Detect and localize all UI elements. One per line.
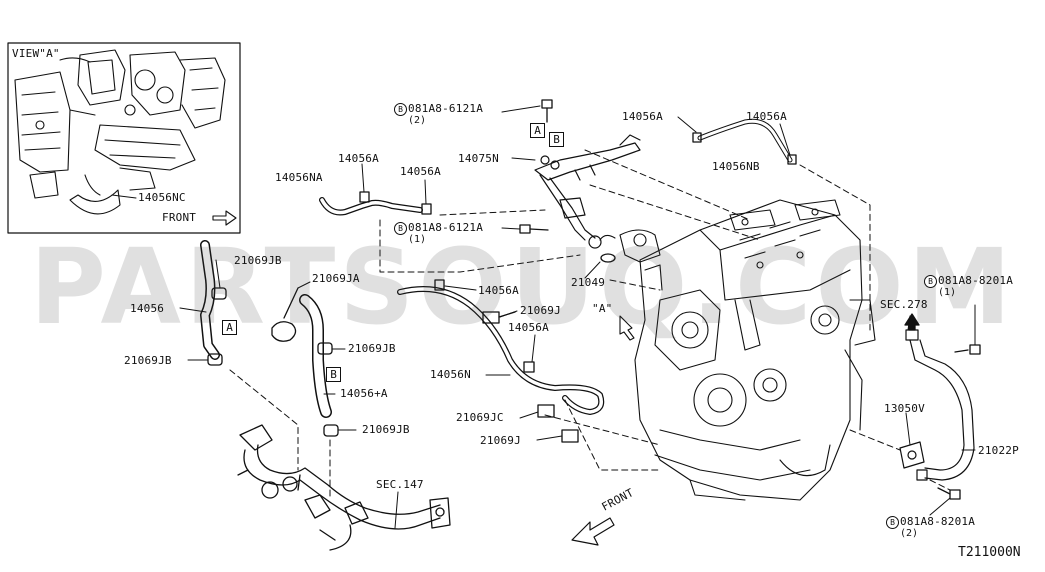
callout-21069jb-4: 21069JB — [362, 423, 410, 436]
callout-081a8-6121a-top: 081A8-6121A — [408, 102, 484, 115]
callout-21069jb-2: 21069JB — [124, 354, 172, 367]
clamp-21069j-2 — [561, 429, 579, 443]
callout-14056a-mid2: 14056A — [400, 165, 441, 178]
box-marker-b-left: B — [326, 367, 341, 382]
bolt-081a8-6121a-top — [541, 99, 553, 123]
callout-sec147: SEC.147 — [376, 478, 424, 491]
callout-14056: 14056 — [130, 302, 165, 315]
callout-21049: 21049 — [571, 276, 606, 289]
leader-21049 — [584, 261, 601, 279]
main-front-arrow — [571, 517, 615, 546]
gasket-21049 — [600, 253, 616, 263]
clamp-21069jb-1 — [211, 287, 227, 300]
clamp-14056a-mid2 — [421, 203, 432, 215]
clamp-14056a-low — [434, 279, 445, 291]
circle-b-marker: B — [394, 103, 407, 116]
diagram-reference-number: T211000N — [958, 545, 1021, 560]
qty-081a8-6121a-top: (2) — [408, 115, 427, 126]
callout-21069j-1: 21069J — [520, 304, 561, 317]
pipe-21022p — [899, 329, 975, 481]
callout-21069jc: 21069JC — [456, 411, 504, 424]
bolt-081a8-6121a-mid — [519, 224, 549, 234]
inset-engine-detail — [14, 49, 226, 215]
hose-14056n — [397, 286, 605, 415]
view-a-pointer-arrow — [619, 315, 635, 341]
clip-21069ja — [271, 321, 297, 342]
callout-14056a-topright: 14056A — [746, 110, 787, 123]
callout-21069ja: 21069JA — [312, 272, 360, 285]
clamp-14056a-topright — [692, 132, 702, 143]
box-marker-a-top: A — [530, 123, 545, 138]
clamp-14056a-nb — [787, 154, 797, 165]
circle-b-marker-mid: B — [394, 222, 407, 235]
callout-14056a-low: 14056A — [478, 284, 519, 297]
callout-21069j-2: 21069J — [480, 434, 521, 447]
callout-081a8-6121a-mid: 081A8-6121A — [408, 221, 484, 234]
box-marker-a-left: A — [222, 320, 237, 335]
sec278-arrow — [904, 313, 920, 331]
view-a-inset-frame — [7, 42, 241, 234]
callout-14056nc: 14056NC — [138, 191, 186, 204]
qty-081a8-8201a-bottom: (2) — [900, 528, 919, 539]
callout-081a8-8201a-right: 081A8-8201A — [938, 274, 1014, 287]
inset-front-label: FRONT — [162, 211, 197, 224]
dashed-leaders — [229, 149, 951, 501]
circle-b-marker-bottom: B — [886, 516, 899, 529]
clamp-14056a-mid — [359, 191, 370, 203]
callout-14075n: 14075N — [458, 152, 499, 165]
qty-081a8-6121a-mid: (1) — [408, 234, 427, 245]
water-pipe-14075n — [534, 134, 641, 249]
leader-lines — [179, 105, 976, 529]
callout-14056na: 14056NA — [275, 171, 323, 184]
qty-081a8-8201a-right: (1) — [938, 287, 957, 298]
clamp-21069jb-4 — [323, 424, 339, 437]
clamp-14056a-low2 — [523, 361, 535, 373]
callout-21069jb-3: 21069JB — [348, 342, 396, 355]
callout-081a8-8201a-bottom: 081A8-8201A — [900, 515, 976, 528]
callout-14056-plus-a: 14056+A — [340, 387, 388, 400]
callout-14056nb: 14056NB — [712, 160, 760, 173]
clamp-21069jc — [537, 404, 555, 418]
callout-13050v: 13050V — [884, 402, 925, 415]
callout-14056n: 14056N — [430, 368, 471, 381]
bolt-081a8-8201a-bottom — [937, 487, 961, 500]
callout-21069jb-1: 21069JB — [234, 254, 282, 267]
view-a-pointer-label: "A" — [592, 302, 613, 315]
view-a-label: VIEW"A" — [12, 47, 60, 60]
callout-14056a-mid: 14056A — [338, 152, 379, 165]
callout-14056a-low2: 14056A — [508, 321, 549, 334]
circle-b-marker-right: B — [924, 275, 937, 288]
inset-front-arrow — [212, 210, 237, 226]
callout-14056a-top: 14056A — [622, 110, 663, 123]
bolt-081a8-8201a-right — [954, 344, 981, 355]
callout-sec278: SEC.278 — [880, 298, 928, 311]
callout-21022p: 21022P — [978, 444, 1019, 457]
leader-14056nc — [111, 194, 137, 199]
pipe-sec147 — [237, 424, 451, 551]
engine-block — [599, 199, 876, 501]
hose-14056nb — [697, 118, 793, 163]
box-marker-b-top: B — [549, 132, 564, 147]
